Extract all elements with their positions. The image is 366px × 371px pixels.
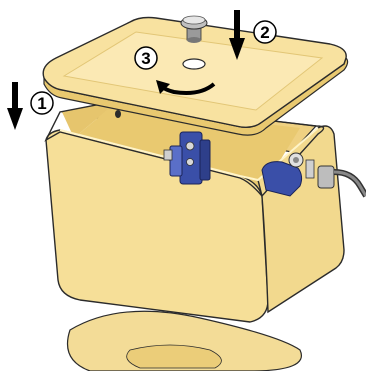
step-3-label: 3 [135, 47, 157, 69]
step-1-label: 1 [31, 92, 53, 114]
svg-text:2: 2 [260, 23, 269, 42]
step-1-down-arrow-icon [7, 82, 23, 130]
tank-base [68, 311, 302, 371]
svg-text:1: 1 [37, 94, 46, 113]
svg-text:3: 3 [141, 49, 150, 68]
step-2-label: 2 [254, 21, 276, 43]
